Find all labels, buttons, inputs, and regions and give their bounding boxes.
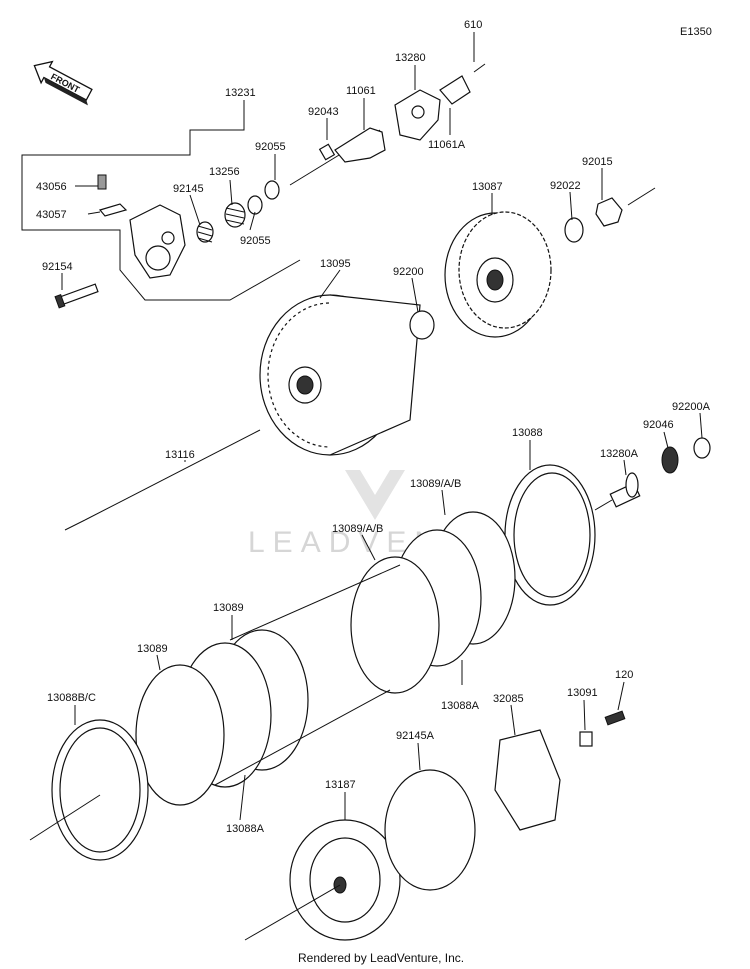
- label-92022: 92022: [550, 180, 581, 192]
- clutch-hub-13087: [444, 211, 552, 338]
- part-13280-housing: [394, 75, 471, 141]
- release-lever-group: [21, 100, 336, 309]
- label-32085: 32085: [493, 693, 524, 705]
- label-13116: 13116: [165, 449, 195, 461]
- footer-credit: Rendered by LeadVenture, Inc.: [298, 951, 464, 965]
- label-92055-top: 92055: [255, 141, 286, 153]
- plate-stack-left: [29, 564, 401, 861]
- small-parts-right: [594, 437, 711, 511]
- label-43057: 43057: [36, 209, 67, 221]
- label-92145: 92145: [173, 183, 204, 195]
- label-92200A: 92200A: [672, 401, 711, 413]
- label-610: 610: [464, 19, 482, 31]
- label-92145A: 92145A: [396, 730, 435, 742]
- label-13089-upper: 13089: [213, 602, 244, 614]
- label-13089-lower: 13089: [137, 643, 168, 655]
- label-92043: 92043: [308, 106, 339, 118]
- washer-92022: [564, 217, 584, 243]
- label-92055-bottom: 92055: [240, 235, 271, 247]
- label-13091: 13091: [567, 687, 598, 699]
- nut-92015: [595, 197, 623, 227]
- label-13088A-left: 13088A: [226, 823, 265, 835]
- label-13089AB-1: 13089/A/B: [410, 478, 461, 490]
- washer-92200: [409, 310, 435, 340]
- label-13231: 13231: [225, 87, 256, 99]
- label-92154: 92154: [42, 261, 73, 273]
- label-13088BC: 13088B/C: [47, 692, 96, 704]
- label-13280: 13280: [395, 52, 426, 64]
- label-92200: 92200: [393, 266, 424, 278]
- label-92015: 92015: [582, 156, 613, 168]
- friction-plate-13088: [504, 464, 596, 606]
- shaft-11061: [289, 127, 386, 186]
- bolt-120: [604, 710, 626, 726]
- leader-lines: [61, 32, 703, 821]
- clutch-housing-13095: [259, 294, 421, 456]
- label-13187: 13187: [325, 779, 356, 791]
- diagram-code: E1350: [680, 26, 712, 38]
- part-labels: 610 13280 11061 92043 11061A 13231 92055…: [36, 19, 711, 835]
- steel-plates-13089ab: [350, 511, 516, 694]
- collar-13091: [579, 731, 593, 747]
- label-13088A-right: 13088A: [441, 700, 480, 712]
- label-13095: 13095: [320, 258, 351, 270]
- label-92046: 92046: [643, 419, 674, 431]
- front-arrow-icon: FRONT: [33, 60, 93, 106]
- label-13256: 13256: [209, 166, 240, 178]
- spring-plate-92145A: [384, 769, 476, 891]
- label-43056: 43056: [36, 181, 67, 193]
- label-13087: 13087: [472, 181, 503, 193]
- label-13089AB-2: 13089/A/B: [332, 523, 383, 535]
- plate-32085: [494, 729, 561, 831]
- label-13088: 13088: [512, 427, 543, 439]
- label-120: 120: [615, 669, 633, 681]
- label-13280A: 13280A: [600, 448, 639, 460]
- label-11061A: 11061A: [428, 139, 466, 151]
- pushrod-13116: [64, 429, 261, 531]
- pressure-plate-13187: [244, 819, 401, 941]
- label-11061: 11061: [346, 85, 376, 97]
